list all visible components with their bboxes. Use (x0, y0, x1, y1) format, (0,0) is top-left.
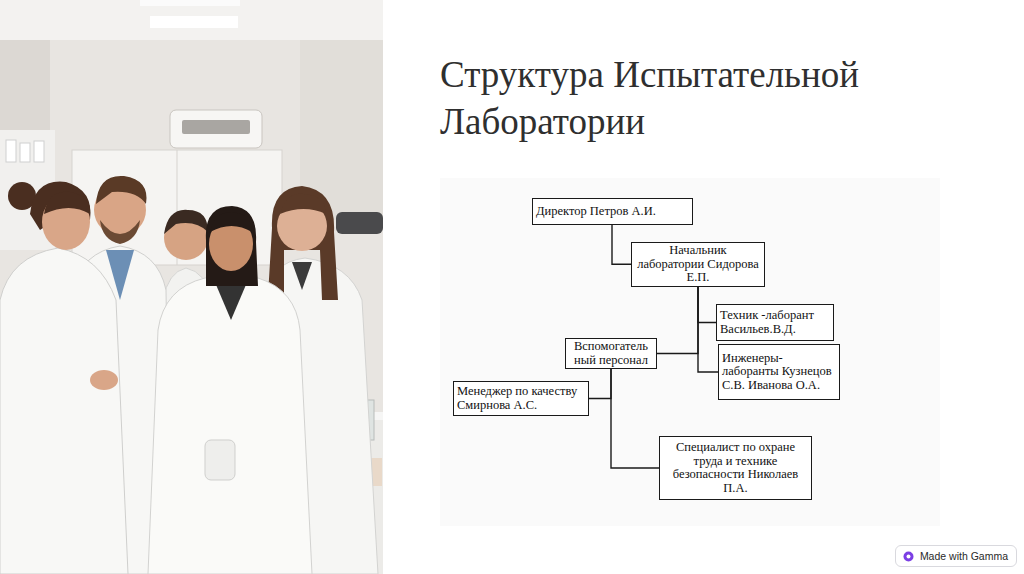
box-label: Специалист по охране труда и технике без… (663, 441, 808, 495)
lab-device (170, 110, 262, 148)
org-box: Вспомогатель ный персонал (565, 338, 657, 369)
gamma-badge: Made with Gamma (895, 545, 1017, 567)
logo-mark (903, 552, 913, 562)
hair (206, 206, 258, 286)
org-connector (612, 225, 631, 264)
org-box: Директор Петров А.И. (532, 198, 693, 225)
bottle (6, 140, 16, 162)
lab-photo (0, 0, 383, 574)
box-label: Вспомогатель ный персонал (569, 340, 653, 367)
box-label: Директор Петров А.И. (536, 205, 689, 219)
org-connector (698, 287, 718, 373)
ceiling-light (140, 0, 240, 6)
org-connector (657, 287, 698, 354)
fringe (44, 192, 90, 214)
org-box: Техник -лаборант Васильев.В.Д. (716, 304, 834, 341)
ceiling (0, 0, 383, 40)
watermark: Made with Gamma (920, 550, 1008, 562)
org-box: Специалист по охране труда и технике без… (659, 436, 812, 500)
org-connector (611, 369, 659, 468)
shirt (292, 262, 312, 290)
hair (164, 210, 208, 234)
lab-coat (148, 278, 312, 574)
person-left (0, 182, 128, 574)
lab-coat (0, 248, 128, 574)
org-box: Менеджер по качеству Смирнова А.С. (453, 381, 589, 416)
ceiling-light (150, 16, 238, 28)
bottle (34, 141, 44, 162)
hair (268, 186, 338, 300)
org-box: Инженеры- лаборанты Кузнецов С.В. Иванов… (718, 344, 840, 400)
org-box: Начальник лаборатории Сидорова Е.П. (631, 242, 765, 287)
hands (90, 370, 118, 390)
gamma-logo (903, 551, 914, 562)
slide-title: Структура Испытательной Лаборатории (440, 52, 970, 146)
fringe (210, 212, 252, 232)
pocket (205, 440, 235, 480)
hair (96, 176, 147, 204)
logo-dot (906, 555, 910, 559)
wall (0, 0, 383, 574)
box-label: Менеджер по качеству Смирнова А.С. (457, 385, 585, 412)
bottle (20, 143, 30, 162)
box-label: Начальник лаборатории Сидорова Е.П. (635, 244, 761, 285)
fringe (280, 194, 326, 214)
person-center (148, 206, 312, 574)
org-connector (698, 287, 716, 323)
org-connector (589, 369, 611, 399)
box-label: Инженеры- лаборанты Кузнецов С.В. Иванов… (722, 352, 836, 393)
box-label: Техник -лаборант Васильев.В.Д. (720, 309, 830, 336)
equipment (336, 212, 383, 234)
device-panel (182, 120, 250, 134)
beard (100, 220, 140, 244)
diagram-panel (440, 178, 940, 526)
